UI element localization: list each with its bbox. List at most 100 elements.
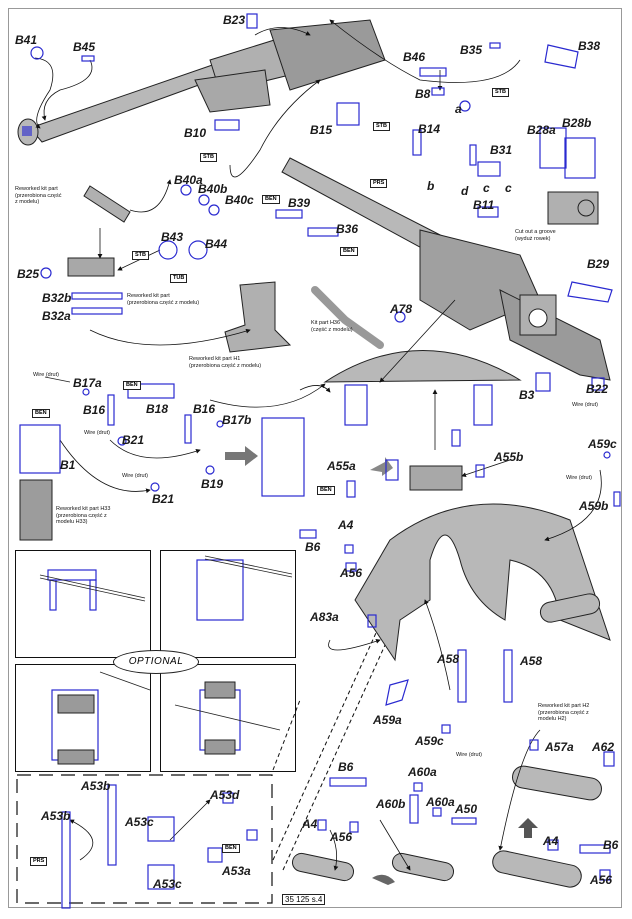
tool-tag-prs: PRS <box>370 179 388 188</box>
part-label-A57a: A57a <box>545 740 574 754</box>
part-label-A50: A50 <box>455 802 478 816</box>
page-code: 35 125 s.4 <box>282 894 326 905</box>
part-label-A53a: A53a <box>222 864 251 878</box>
part-label-B15: B15 <box>310 123 333 137</box>
ammo-box <box>409 465 463 491</box>
step-arrow <box>370 457 393 476</box>
reworked-block <box>67 257 115 277</box>
step-arrow <box>225 446 258 466</box>
note-wire: Wire (drut) <box>33 372 59 378</box>
note-kit-h36: Kit part H36 (część z modelu) <box>311 320 353 333</box>
part-label-A53b-2: A53b <box>41 809 71 823</box>
a53-group-frame <box>16 774 273 904</box>
part-label-A83a: A83a <box>310 610 339 624</box>
part-label-B28a: B28a <box>527 123 556 137</box>
part-label-B28b: B28b <box>562 116 592 130</box>
callout-line <box>272 579 401 861</box>
part-label-B23: B23 <box>223 13 246 27</box>
tool-tag-prs: PRS <box>30 857 48 866</box>
note-wire: Wire (drut) <box>84 430 110 436</box>
part-label-A58-left: A58 <box>437 652 460 666</box>
part-label-B22: B22 <box>586 382 609 396</box>
part-label-B16a: B16 <box>83 403 106 417</box>
page-frame <box>8 8 622 908</box>
note-reworked-h33: Reworked kit part H33 (przerobiona część… <box>56 506 111 525</box>
part-label-A55b: A55b <box>494 450 524 464</box>
note-wire: Wire (drut) <box>456 752 482 758</box>
tool-tag-ben: BEN <box>222 844 240 853</box>
h33-part <box>19 479 53 541</box>
part-label-A78: A78 <box>390 302 413 316</box>
part-label-A59c-bottom: A59c <box>415 734 444 748</box>
assembly-lines <box>34 19 602 871</box>
note-reworked-barrel: Reworked kit part (przerobiona część z m… <box>15 186 62 205</box>
main-shield-plate <box>354 503 611 662</box>
part-label-B19: B19 <box>201 477 224 491</box>
part-label-B29: B29 <box>587 257 610 271</box>
part-label-B14: B14 <box>418 122 441 136</box>
part-label-B38: B38 <box>578 39 601 53</box>
part-label-A53d: A53d <box>210 788 240 802</box>
part-label-a: a <box>455 102 462 116</box>
part-label-A59c-top: A59c <box>588 437 617 451</box>
h36-part <box>311 286 384 349</box>
part-label-B11: B11 <box>473 198 495 212</box>
part-label-c1: c <box>483 181 490 195</box>
main-gun-assembly <box>17 19 386 146</box>
part-label-B44: B44 <box>205 237 228 251</box>
part-label-B35: B35 <box>460 43 483 57</box>
note-wire: Wire (drut) <box>566 475 592 481</box>
step-arrow <box>518 818 538 838</box>
part-label-B25: B25 <box>17 267 40 281</box>
tool-tag-ben: BEN <box>317 486 335 495</box>
part-label-A62: A62 <box>592 740 615 754</box>
tool-tag-tub: TUB <box>170 274 188 283</box>
part-label-A56-right: A56 <box>590 873 613 887</box>
wire-lines <box>39 376 293 731</box>
part-label-B40b: B40b <box>198 182 228 196</box>
part-label-A4-top: A4 <box>338 518 354 532</box>
tool-tag-ben: BEN <box>32 409 50 418</box>
tool-tag-stb: STB <box>373 122 390 131</box>
part-label-B40c: B40c <box>225 193 254 207</box>
optional-label: OPTIONAL <box>113 650 199 674</box>
part-label-A56-top: A56 <box>340 566 363 580</box>
part-label-B31: B31 <box>490 143 513 157</box>
shield-top-plate <box>323 350 522 383</box>
reworked-barrel <box>83 185 131 223</box>
part-label-A58-right: A58 <box>520 654 543 668</box>
part-label-A53b-1: A53b <box>81 779 111 793</box>
tool-tag-ben: BEN <box>262 195 280 204</box>
part-label-B41: B41 <box>15 33 38 47</box>
part-label-A60a-1: A60a <box>408 765 437 779</box>
part-label-B39: B39 <box>288 196 311 210</box>
part-label-A56-mid: A56 <box>330 830 353 844</box>
part-label-B17a: B17a <box>73 376 102 390</box>
part-label-b: b <box>427 179 435 193</box>
note-reworked-h1: Reworked kit part H1 (przerobiona część … <box>189 356 262 369</box>
part-label-B36: B36 <box>336 222 359 236</box>
tool-tag-stb: STB <box>132 251 149 260</box>
part-label-B1: B1 <box>60 458 76 472</box>
part-label-B40a: B40a <box>174 173 203 187</box>
part-label-B43: B43 <box>161 230 184 244</box>
part-label-B18: B18 <box>146 402 169 416</box>
tool-tag-stb: STB <box>492 88 509 97</box>
note-cut-groove: Cut out a groove (wyduż rowek) <box>515 229 556 242</box>
optional-panel-fills <box>57 681 236 765</box>
part-label-B45: B45 <box>73 40 96 54</box>
part-label-B3: B3 <box>519 388 535 402</box>
part-label-B32a: B32a <box>42 309 71 323</box>
tool-tag-ben: BEN <box>123 381 141 390</box>
note-reworked-h2: Reworked kit part H2 (przerobiona część … <box>538 703 590 722</box>
h1-part <box>224 281 292 353</box>
note-reworked-block: Reworked kit part (przerobiona część z m… <box>127 293 200 306</box>
part-label-A59a: A59a <box>373 713 402 727</box>
step-arrow <box>372 874 395 885</box>
part-label-B21a: B21 <box>122 433 145 447</box>
callout-line <box>282 589 411 871</box>
part-label-B21b: B21 <box>152 492 175 506</box>
note-wire: Wire (drut) <box>572 402 598 408</box>
callout-line <box>272 699 301 771</box>
